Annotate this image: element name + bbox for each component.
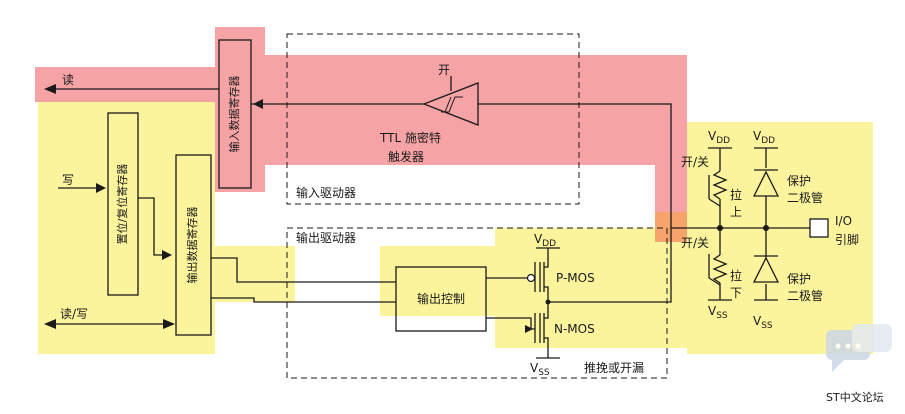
- on-off-top-label: 开/关: [681, 155, 709, 169]
- pull-down-label-2: 下: [730, 286, 742, 300]
- pull-down-label-1: 拉: [730, 268, 742, 283]
- arrowheads: [44, 84, 533, 333]
- on-off-bottom-label: 开/关: [681, 236, 709, 250]
- n-mos-label: N-MOS: [554, 322, 595, 336]
- vdd-label-pullup: VDD: [708, 129, 730, 146]
- protection-top-label-1: 保护: [787, 174, 811, 188]
- pull-up-label-2: 上: [730, 205, 742, 219]
- output-driver-label: 输出驱动器: [296, 230, 356, 245]
- input-driver-label: 输入驱动器: [296, 185, 356, 200]
- input-path-highlight: [35, 27, 687, 212]
- trigger-switch-label: 开: [438, 63, 450, 77]
- p-mos-gate-bubble: [526, 273, 536, 283]
- write-label: 写: [62, 173, 74, 187]
- io-pin-icon: [809, 218, 829, 238]
- read-label: 读: [62, 73, 74, 87]
- vdd-label-diode: VDD: [753, 129, 775, 146]
- vss-label-nmos: VSS: [530, 361, 550, 378]
- ttl-trigger-label-1: TTL 施密特: [379, 130, 441, 145]
- p-mos-label: P-MOS: [556, 271, 595, 285]
- set-reset-register-label: 置位/复位寄存器: [115, 164, 129, 245]
- vss-label-diode: VSS: [753, 314, 773, 331]
- input-data-register-box: [218, 39, 252, 189]
- vdd-label-pmos: VDD: [534, 232, 556, 249]
- protection-diode-bottom-icon: [752, 255, 780, 283]
- output-driver-box: [286, 227, 668, 379]
- junctions: [545, 225, 769, 305]
- protection-bottom-label-1: 保护: [787, 272, 811, 286]
- watermark-text: ST中文论坛: [826, 390, 884, 404]
- input-data-register-label: 输入数据寄存器: [227, 76, 241, 153]
- output-data-register-label: 输出数据寄存器: [185, 207, 199, 284]
- input-driver-box: [286, 33, 580, 205]
- push-pull-label: 推挽或开漏: [584, 361, 644, 375]
- protection-top-label-2: 二极管: [787, 190, 823, 205]
- read-write-label: 读/写: [60, 307, 88, 321]
- protection-bottom-label-2: 二极管: [787, 288, 823, 303]
- ttl-trigger-label-2: 触发器: [388, 149, 424, 164]
- io-label-1: I/O: [835, 214, 852, 228]
- pull-up-label-1: 拉: [730, 187, 742, 202]
- output-data-register-box: [175, 154, 212, 336]
- output-control-box: [395, 266, 487, 332]
- chat-bubble-icon: [826, 324, 892, 372]
- set-reset-register-box: [107, 112, 139, 296]
- output-control-label: 输出控制: [417, 291, 465, 306]
- io-label-2: 引脚: [835, 232, 859, 247]
- output-path-highlight: [38, 102, 873, 354]
- protection-diode-top-icon: [752, 169, 780, 197]
- schmitt-trigger-icon: [422, 82, 479, 126]
- vss-label-pulldown: VSS: [708, 304, 728, 321]
